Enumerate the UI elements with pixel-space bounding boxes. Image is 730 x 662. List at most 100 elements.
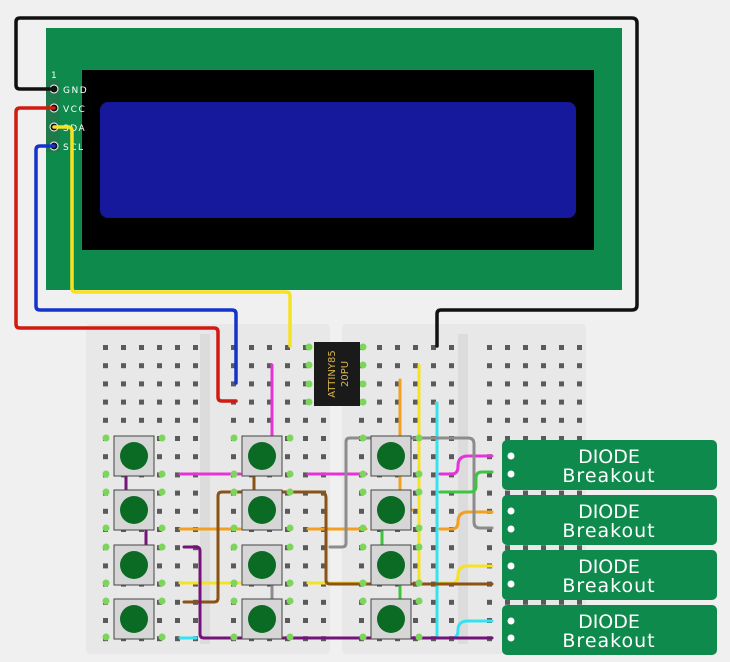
wire-orange-right[interactable] xyxy=(438,510,494,531)
button-pin xyxy=(415,524,423,532)
breadboard-hole xyxy=(577,436,582,441)
push-button[interactable] xyxy=(102,597,166,641)
breadboard-hole xyxy=(121,417,126,423)
breadboard-hole xyxy=(431,490,436,496)
lcd-pin-label-vcc: VCC xyxy=(63,105,86,115)
breadboard-hole xyxy=(193,454,198,460)
button-pin xyxy=(286,434,294,442)
breadboard-hole xyxy=(523,399,528,405)
breadboard-hole xyxy=(157,363,162,369)
push-button[interactable] xyxy=(359,434,423,478)
button-pin xyxy=(158,579,166,587)
breadboard-hole xyxy=(395,417,400,423)
diode-pin-1b[interactable] xyxy=(507,470,515,478)
breadboard-hole xyxy=(321,454,326,460)
button-pin xyxy=(102,470,110,478)
push-button[interactable] xyxy=(102,543,166,587)
breadboard-hole xyxy=(175,527,180,532)
attiny85-chip[interactable]: ATTINY85 20PU xyxy=(305,342,367,406)
button-pin xyxy=(158,633,166,641)
diode-pin-2b[interactable] xyxy=(507,525,515,533)
button-pin xyxy=(158,543,166,551)
breadboard-hole xyxy=(359,508,364,514)
button-cap xyxy=(248,605,276,633)
breadboard-hole xyxy=(359,417,364,423)
breadboard-hole xyxy=(249,345,254,350)
breadboard-hole xyxy=(449,454,454,460)
button-pin xyxy=(286,543,294,551)
diode-pin-4a[interactable] xyxy=(507,617,515,625)
wire-green-right[interactable] xyxy=(438,470,494,494)
breadboard-hole xyxy=(449,399,454,405)
breadboard-hole xyxy=(395,363,400,369)
diode-pin-3a[interactable] xyxy=(507,562,515,570)
button-pin xyxy=(102,488,110,496)
button-pin xyxy=(230,488,238,496)
diode-breakout-4[interactable]: DIODE Breakout xyxy=(502,605,717,655)
diode-breakout-2[interactable]: DIODE Breakout xyxy=(502,495,717,545)
breadboard-hole xyxy=(175,563,180,569)
breadboard-hole xyxy=(157,454,162,460)
push-button[interactable] xyxy=(102,488,166,532)
button-pin xyxy=(359,543,367,551)
wire-gnd-black[interactable] xyxy=(14,16,639,348)
breadboard-hole xyxy=(285,345,290,350)
wire-sda-yellow[interactable] xyxy=(52,125,292,348)
breadboard-hole xyxy=(121,381,126,387)
breadboard-hole xyxy=(303,399,308,405)
breadboard-hole xyxy=(267,399,272,405)
breadboard-hole xyxy=(157,417,162,423)
button-pin xyxy=(359,434,367,442)
diode-breakout-3[interactable]: DIODE Breakout xyxy=(502,550,717,600)
wire-purple-loop[interactable] xyxy=(182,545,494,640)
breadboard-hole xyxy=(523,381,528,387)
breadboard-hole xyxy=(377,399,382,405)
chip-pins-right xyxy=(359,343,367,406)
push-button[interactable] xyxy=(359,488,423,532)
diode-breakout-1[interactable]: DIODE Breakout xyxy=(502,440,717,490)
breadboard-hole xyxy=(541,417,546,423)
lcd-wires xyxy=(14,16,639,403)
diode-pin-1a[interactable] xyxy=(507,452,515,460)
diode-label-3-line2: Breakout xyxy=(562,575,655,597)
breadboard-hole xyxy=(193,381,198,387)
push-button[interactable] xyxy=(230,434,294,478)
breadboard-hole xyxy=(121,399,126,405)
breadboard-hole xyxy=(413,399,418,405)
push-button[interactable] xyxy=(230,543,294,587)
breadboard-hole xyxy=(321,599,326,605)
breadboard-hole xyxy=(285,563,290,569)
wire-vcc-red[interactable] xyxy=(14,106,238,403)
breadboard-hole xyxy=(559,417,564,423)
wire-scl-blue[interactable] xyxy=(34,144,238,385)
diode-pin-2a[interactable] xyxy=(507,507,515,515)
breadboard-hole xyxy=(505,417,510,423)
breadboard-hole xyxy=(193,436,198,441)
push-button[interactable] xyxy=(359,543,423,587)
diode-pin-3b[interactable] xyxy=(507,580,515,588)
push-button[interactable] xyxy=(102,434,166,478)
breadboard-hole xyxy=(139,381,144,387)
diode-pin-4b[interactable] xyxy=(507,634,515,642)
push-button[interactable] xyxy=(230,597,294,641)
wire-magenta-right[interactable] xyxy=(438,454,494,476)
breadboard-hole xyxy=(139,399,144,405)
push-button[interactable] xyxy=(230,488,294,532)
breadboard-hole xyxy=(395,381,400,387)
button-cap xyxy=(120,496,148,524)
button-cap xyxy=(377,551,405,579)
breadboard-hole xyxy=(303,508,308,514)
chip-pins-left xyxy=(305,343,313,406)
breadboard-hole xyxy=(449,563,454,569)
lcd-module[interactable]: 1 GND VCC SDA SCL xyxy=(46,28,622,290)
breadboard-hole xyxy=(249,381,254,387)
button-pin xyxy=(102,434,110,442)
breadboard-hole xyxy=(449,618,454,623)
breadboard-hole xyxy=(175,345,180,350)
button-cap xyxy=(120,551,148,579)
breadboard-hole xyxy=(413,472,418,478)
breadboard-hole xyxy=(321,436,326,441)
button-cap xyxy=(377,442,405,470)
breadboard-hole xyxy=(577,381,582,387)
push-button[interactable] xyxy=(359,597,423,641)
